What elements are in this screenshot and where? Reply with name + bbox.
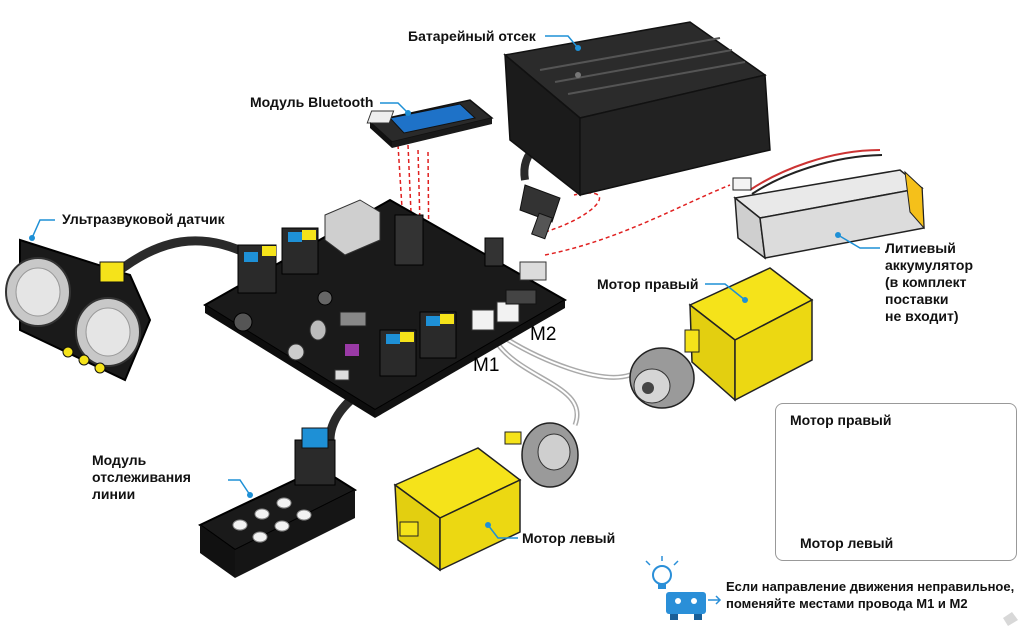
- bluetooth-module: [367, 100, 492, 148]
- label-m2: M2: [530, 326, 556, 343]
- motor-left: [395, 423, 578, 570]
- lightbulb-robot-icon: [646, 556, 720, 620]
- label-bluetooth: Модуль Bluetooth: [250, 94, 373, 111]
- label-battery-box: Батарейный отсек: [408, 28, 536, 45]
- label-lithium-4: поставки: [885, 291, 948, 308]
- label-lithium-2: аккумулятор: [885, 257, 973, 274]
- label-line-module-3: линии: [92, 486, 135, 503]
- line-follower-module: [200, 428, 355, 578]
- motor-right-wire: [505, 338, 630, 377]
- label-ultrasonic: Ультразвуковой датчик: [62, 211, 225, 228]
- lithium-dashed-guide: [545, 185, 730, 255]
- inset-label-motor-left: Мотор левый: [800, 535, 893, 552]
- label-motor-right: Мотор правый: [597, 276, 699, 293]
- label-lithium-5: не входит): [885, 308, 959, 325]
- ultrasonic-cable: [120, 241, 250, 270]
- battery-plug-tip: [532, 213, 553, 238]
- battery-box: [505, 22, 770, 195]
- tip-note: Если направление движения неправильное, …: [726, 578, 1016, 612]
- label-lithium-3: (в комплект: [885, 274, 967, 291]
- main-board: [205, 200, 565, 418]
- inset-label-motor-right: Мотор правый: [790, 412, 892, 429]
- motor-right-wire-inner: [505, 338, 630, 377]
- label-lithium-1: Литиевый: [885, 240, 956, 257]
- label-line-module-2: отслеживания: [92, 469, 191, 486]
- label-motor-left: Мотор левый: [522, 530, 615, 547]
- watermark-mark: [1003, 612, 1018, 626]
- label-m1: M1: [473, 357, 499, 374]
- label-line-module-1: Модуль: [92, 452, 146, 469]
